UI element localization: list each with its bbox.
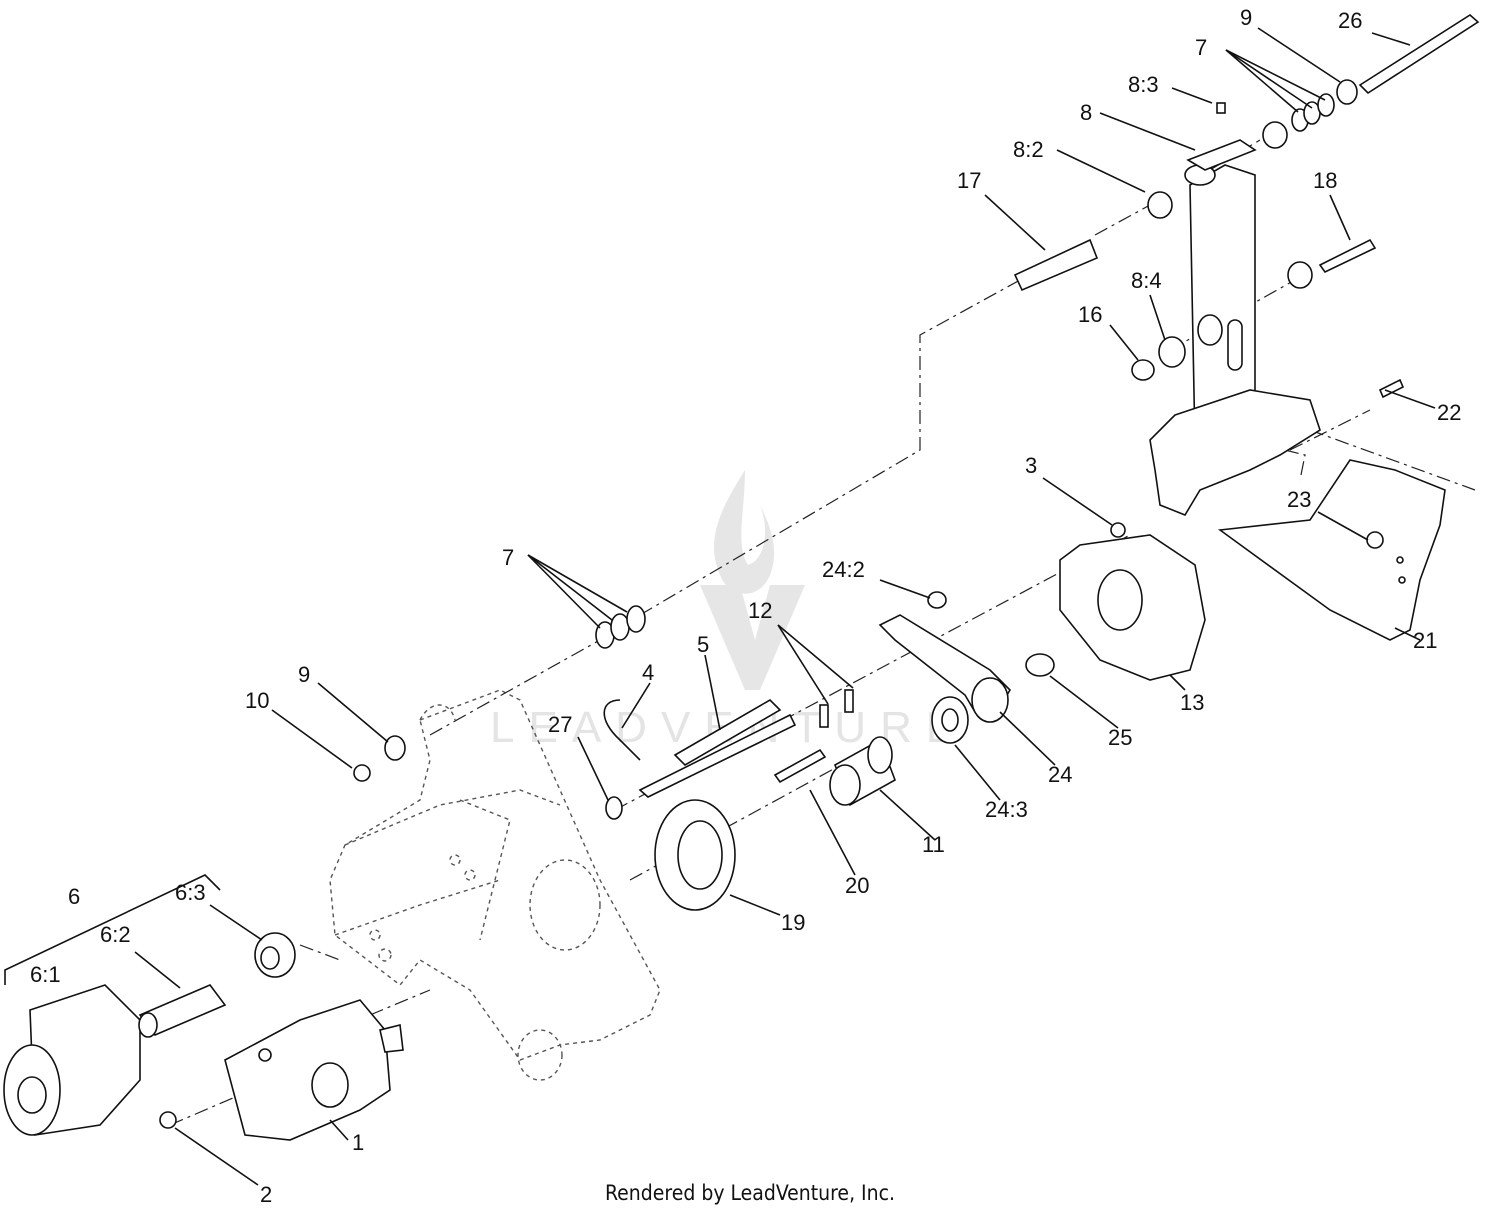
sleeve-part: [1013, 238, 1099, 292]
callout-20: 20: [845, 873, 869, 898]
bolt-part: [773, 748, 827, 784]
leadventure-watermark: LEADVENTURE: [490, 470, 955, 752]
callout-6-3: 6:3: [175, 880, 206, 905]
callout-4: 4: [642, 660, 654, 685]
callout-6: 6: [68, 884, 80, 909]
callout-16: 16: [1078, 302, 1102, 327]
callout-7-upper: 7: [1195, 35, 1207, 60]
callout-22: 22: [1437, 400, 1461, 425]
callout-19: 19: [781, 910, 805, 935]
flame-logo-icon: [714, 470, 775, 594]
spacer-part: [1025, 653, 1055, 677]
callout-9-lower: 9: [298, 662, 310, 687]
callout-24-2: 24:2: [822, 557, 865, 582]
bushing-part: [1158, 336, 1186, 368]
callout-23: 23: [1287, 487, 1311, 512]
flange-nut-part: [1131, 359, 1155, 381]
callout-17: 17: [957, 168, 981, 193]
callout-11: 11: [922, 832, 945, 857]
callout-6-2: 6:2: [100, 922, 131, 947]
nut-part: [159, 1111, 177, 1129]
washer-part: [605, 796, 623, 820]
callout-25: 25: [1108, 725, 1132, 750]
rod-part: [673, 698, 782, 767]
leader-lines: [134, 27, 1436, 1186]
callout-8-2: 8:2: [1013, 137, 1044, 162]
washer-part: [1317, 93, 1335, 117]
long-pin-part: [1358, 14, 1480, 95]
pin-part: [844, 689, 854, 713]
callout-18: 18: [1313, 168, 1337, 193]
upright-bracket-part: [1149, 139, 1321, 516]
callout-1: 1: [352, 1130, 364, 1155]
callout-21: 21: [1413, 628, 1437, 653]
bushing-part: [1287, 261, 1313, 289]
nut-part: [353, 764, 371, 782]
washer-part: [384, 735, 406, 761]
bolt-part: [1318, 238, 1377, 274]
callout-12: 12: [748, 598, 772, 623]
callout-7-lower: 7: [502, 545, 514, 570]
shield-plate-part: [1217, 459, 1446, 641]
callout-8-3: 8:3: [1128, 72, 1159, 97]
group-bracket-6: [4, 874, 221, 985]
callout-labels: 1 2 3 4 5 6 6:1 6:2 6:3 7 7 8 8:2 8:3 8:…: [30, 5, 1461, 1207]
washer-part: [626, 605, 646, 633]
bushing-part: [927, 591, 947, 609]
screw-part: [1110, 522, 1126, 538]
callout-5: 5: [697, 632, 709, 657]
cover-opening: [1097, 569, 1143, 631]
callout-3: 3: [1025, 453, 1037, 478]
shield-hole: [1398, 576, 1406, 584]
frame-outline: [329, 689, 661, 1081]
v-logo-icon: [700, 585, 805, 690]
callout-24-3: 24:3: [985, 797, 1028, 822]
footer-credit: Rendered by LeadVenture, Inc.: [605, 1181, 895, 1205]
nut-part: [1366, 531, 1384, 549]
callout-6-1: 6:1: [30, 962, 61, 987]
shield-hole: [1396, 556, 1404, 564]
callout-26: 26: [1338, 8, 1362, 33]
callout-24: 24: [1048, 762, 1072, 787]
assembly-axis-lines: [169, 139, 1476, 1126]
callout-10: 10: [245, 688, 269, 713]
callout-8-4: 8:4: [1131, 268, 1162, 293]
callout-8: 8: [1080, 100, 1092, 125]
bushing-part: [1262, 121, 1288, 149]
callout-27: 27: [548, 712, 572, 737]
bolt-part: [1378, 378, 1405, 399]
hydraulic-motor-part: [224, 999, 404, 1141]
bushing-part: [1147, 191, 1173, 219]
callout-9-upper: 9: [1240, 5, 1252, 30]
pin-part: [819, 704, 829, 728]
hairpin-clip-part: [603, 699, 641, 761]
grease-fitting-part: [1216, 102, 1226, 114]
washer-part: [1336, 79, 1358, 105]
callout-13: 13: [1180, 690, 1204, 715]
callout-2: 2: [260, 1182, 272, 1207]
roller-part: [3, 984, 141, 1136]
